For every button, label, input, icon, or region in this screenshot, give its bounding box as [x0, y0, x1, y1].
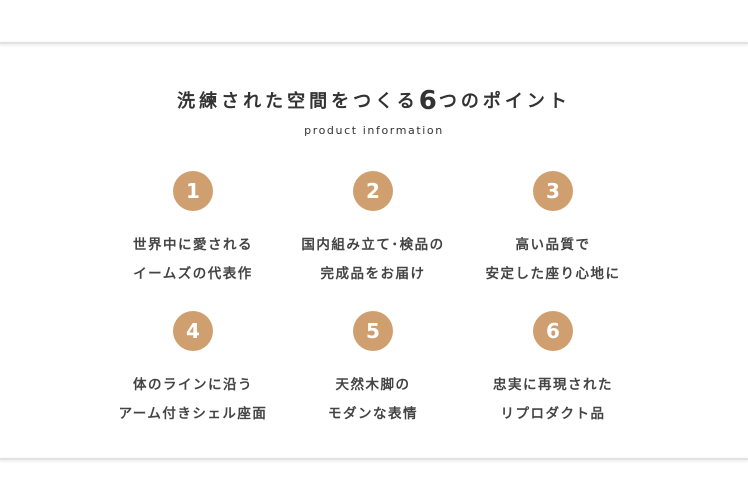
point-5: 5 天然木脚のモダンな表情: [273, 311, 473, 429]
point-4: 4 体のラインに沿うアーム付きシェル座面: [93, 311, 293, 429]
point-line-2: モダンな表情: [328, 406, 418, 422]
point-line-1: 世界中に愛される: [133, 237, 253, 253]
number-badge: 1: [173, 171, 213, 211]
point-line-1: 体のラインに沿う: [133, 377, 253, 393]
section-subtitle: product information: [304, 124, 444, 137]
bottom-divider: [0, 458, 748, 460]
point-line-1: 高い品質で: [515, 237, 591, 253]
point-line-2: イームズの代表作: [133, 266, 253, 282]
number-badge: 3: [533, 171, 573, 211]
top-divider: [0, 42, 748, 44]
number-badge: 4: [173, 311, 213, 351]
section-title: 洗練された空間をつくる6つのポイント: [0, 86, 748, 116]
point-line-2: 完成品をお届け: [320, 266, 426, 282]
point-line-1: 国内組み立て･検品の: [301, 237, 445, 253]
point-6: 6 忠実に再現されたリプロダクト品: [453, 311, 653, 429]
number-badge: 2: [353, 171, 393, 211]
title-text-after: つのポイント: [438, 91, 571, 112]
title-text-before: 洗練された空間をつくる: [177, 91, 419, 112]
point-1: 1 世界中に愛されるイームズの代表作: [93, 171, 293, 289]
point-line-1: 天然木脚の: [335, 377, 411, 393]
number-badge: 5: [353, 311, 393, 351]
point-line-2: リプロダクト品: [500, 406, 606, 422]
number-badge: 6: [533, 311, 573, 351]
point-3: 3 高い品質で安定した座り心地に: [453, 171, 653, 289]
point-line-2: 安定した座り心地に: [485, 266, 621, 282]
title-number: 6: [418, 86, 439, 116]
point-line-1: 忠実に再現された: [493, 377, 613, 393]
point-line-2: アーム付きシェル座面: [118, 406, 268, 422]
point-2: 2 国内組み立て･検品の完成品をお届け: [273, 171, 473, 289]
